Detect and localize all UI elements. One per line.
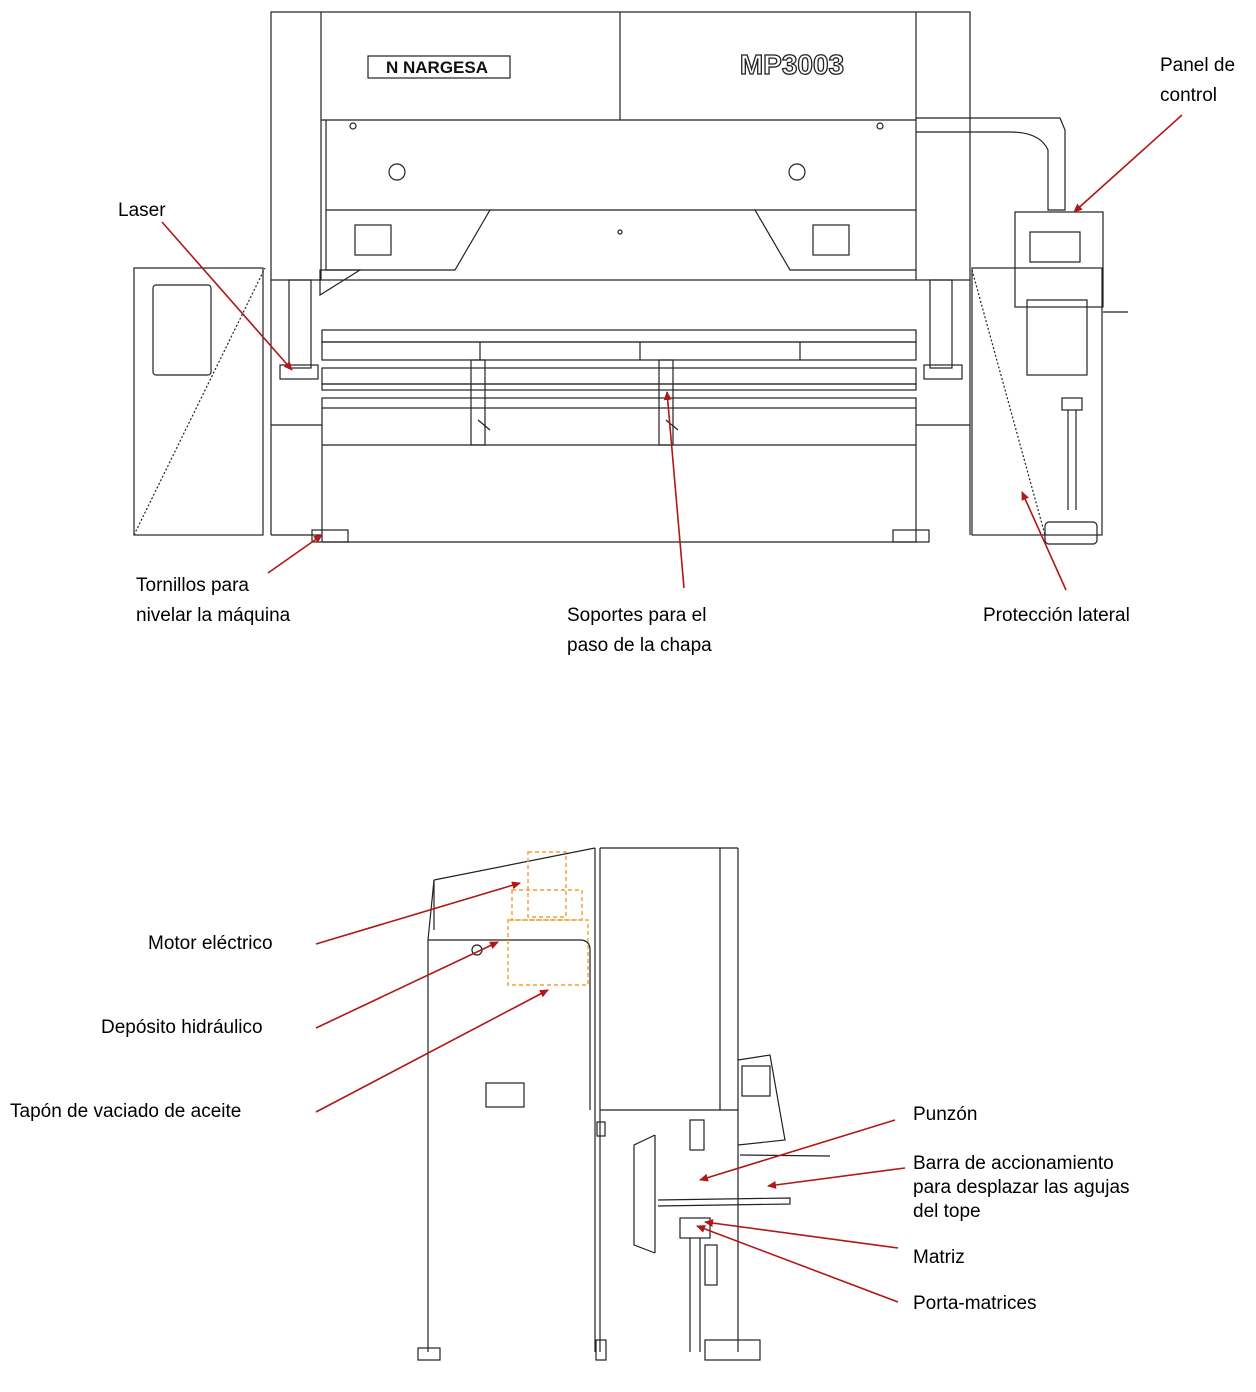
leader-supports [663,391,685,589]
label-laser: Laser [118,200,166,221]
brand-logo: N NARGESA [386,58,488,77]
label-motor: Motor eléctrico [148,933,273,954]
leader-bar [767,1167,906,1189]
label-die-holder: Porta-matrices [913,1293,1037,1314]
leader-tank [315,941,499,1029]
label-tank: Depósito hidráulico [101,1017,263,1038]
leader-die-holder [696,1225,899,1303]
label-supports-line2: paso de la chapa [567,635,712,656]
label-die: Matriz [913,1247,965,1268]
leader-screws [267,534,323,574]
hidden-hydraulics [507,851,589,986]
label-screws-line1: Tornillos para [136,575,249,596]
leader-side-guard [1021,491,1067,591]
label-bar-line2: para desplazar las agujas [913,1177,1130,1198]
label-side-guard: Protección lateral [983,605,1130,626]
leader-lines [161,114,1183,1303]
leader-motor [315,881,521,945]
leader-drain [315,989,549,1113]
label-drain: Tapón de vaciado de aceite [10,1101,242,1122]
label-bar-line1: Barra de accionamiento [913,1153,1114,1174]
leader-die [704,1219,899,1249]
leader-punch [699,1119,896,1182]
leader-laser [161,221,293,371]
label-punch: Punzón [913,1104,978,1125]
label-screws-line2: nivelar la máquina [136,605,291,626]
model-logo: MP3003 [740,49,844,80]
label-bar-line3: del tope [913,1201,981,1222]
label-panel-line1: Panel de [1160,55,1236,76]
leader-panel [1073,114,1183,213]
side-view [417,847,831,1361]
front-view [133,11,1128,545]
label-supports-line1: Soportes para el [567,605,707,626]
label-panel-line2: control [1160,85,1218,106]
